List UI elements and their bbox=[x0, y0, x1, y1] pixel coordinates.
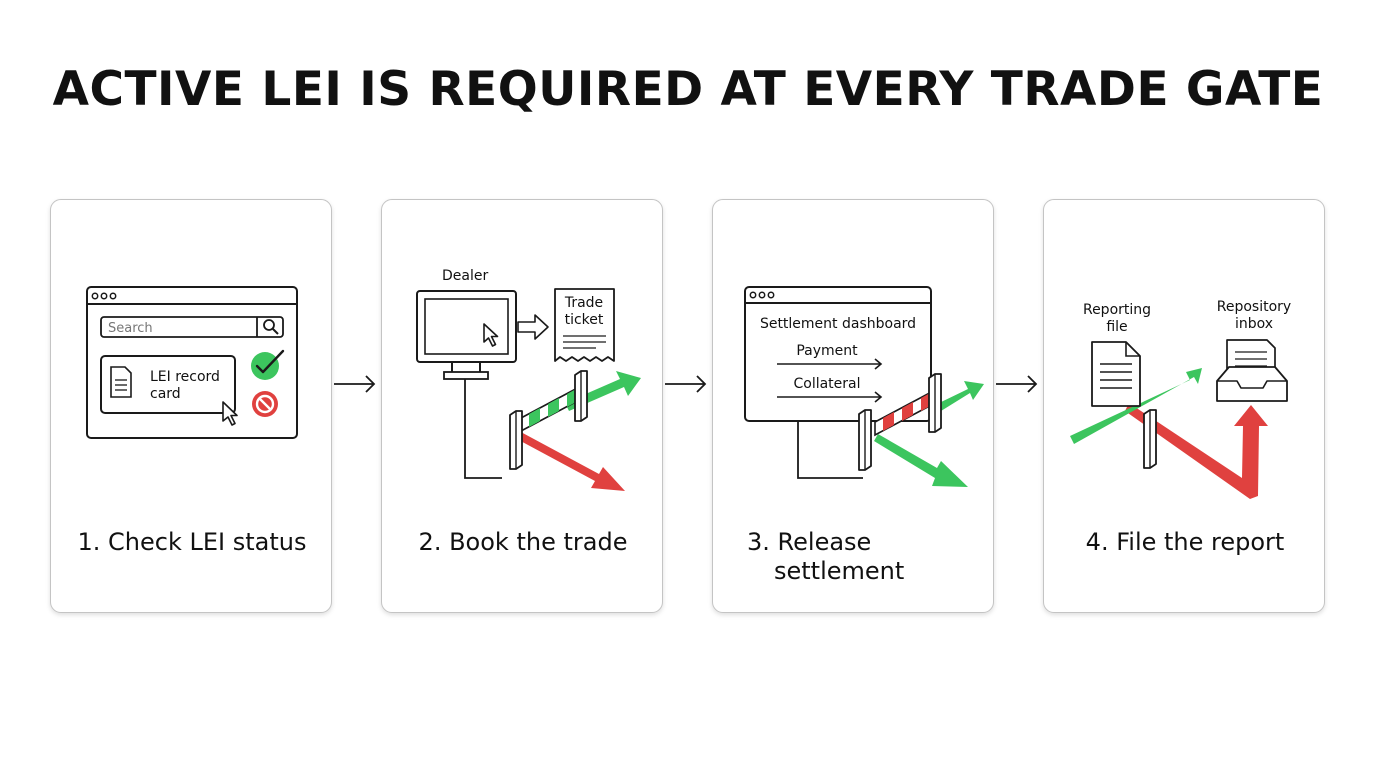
cursor-icon bbox=[222, 401, 238, 426]
gate-icon bbox=[858, 373, 942, 471]
step-label: 4. File the report bbox=[1044, 528, 1324, 557]
step-number: 2. bbox=[418, 528, 442, 556]
step-card-check-lei: Search LEI record card bbox=[50, 199, 332, 613]
dashboard-title: Settlement dashboard bbox=[760, 316, 916, 332]
step-number: 4. bbox=[1085, 528, 1109, 556]
step-title: Release bbox=[777, 528, 872, 556]
ticket-label-line1: Trade bbox=[564, 295, 603, 311]
flow-arrow-icon bbox=[665, 375, 707, 393]
lei-record-card[interactable]: LEI record card bbox=[100, 355, 236, 414]
book-trade-illustration: Dealer Trade ticket bbox=[416, 268, 641, 491]
step-card-book-trade: Dealer Trade ticket bbox=[381, 199, 663, 613]
step-label: 3. Release settlement bbox=[747, 528, 987, 586]
document-icon bbox=[110, 366, 132, 398]
lei-record-label-line1: LEI record bbox=[150, 369, 220, 385]
search-placeholder: Search bbox=[108, 321, 153, 336]
lei-record-label-line2: card bbox=[150, 386, 181, 402]
step-title: File the report bbox=[1116, 528, 1285, 556]
flow-arrow-icon bbox=[996, 375, 1038, 393]
step-card-file-report: Reporting file Repository inbox bbox=[1043, 199, 1325, 613]
ticket-label-line2: ticket bbox=[565, 312, 604, 328]
step-card-release-settlement: Settlement dashboard Payment Collateral … bbox=[712, 199, 994, 613]
reporting-file-label-line2: file bbox=[1106, 319, 1127, 335]
flow-arrow-icon bbox=[334, 375, 376, 393]
step-label: 2. Book the trade bbox=[382, 528, 662, 557]
step-number: 3. bbox=[747, 528, 770, 556]
step-label: 1. Check LEI status bbox=[51, 528, 331, 557]
check-icon bbox=[251, 349, 285, 380]
repository-inbox-label-line2: inbox bbox=[1235, 316, 1273, 332]
gate-icon bbox=[509, 370, 588, 470]
payment-label: Payment bbox=[796, 343, 858, 359]
dashboard-window: Settlement dashboard Payment Collateral bbox=[744, 286, 932, 422]
red-arrow-icon bbox=[1125, 403, 1268, 499]
step-title: Book the trade bbox=[449, 528, 628, 556]
gate-post-icon bbox=[1143, 409, 1157, 469]
search-field[interactable]: Search bbox=[100, 316, 284, 338]
file-report-illustration: Reporting file Repository inbox bbox=[1070, 299, 1291, 499]
monitor-icon bbox=[416, 290, 517, 380]
step-title: Check LEI status bbox=[108, 528, 307, 556]
inbox-icon bbox=[1216, 339, 1288, 402]
page-title: ACTIVE LEI IS REQUIRED AT EVERY TRADE GA… bbox=[52, 62, 1324, 117]
arrow-right-icon bbox=[517, 314, 549, 340]
search-icon[interactable] bbox=[263, 319, 279, 335]
document-icon bbox=[1091, 341, 1141, 407]
step-title-line2: settlement bbox=[774, 557, 905, 585]
dealer-label: Dealer bbox=[442, 268, 488, 284]
reporting-file-label-line1: Reporting bbox=[1083, 302, 1151, 318]
check-lei-illustration: Search LEI record card bbox=[86, 286, 298, 439]
green-arrow-icon bbox=[874, 381, 984, 487]
repository-inbox-label-line1: Repository bbox=[1217, 299, 1291, 315]
collateral-label: Collateral bbox=[793, 376, 860, 392]
cursor-icon bbox=[483, 323, 499, 347]
blocked-icon bbox=[252, 391, 278, 417]
receipt-icon bbox=[554, 288, 615, 362]
red-arrow-icon bbox=[515, 431, 625, 491]
release-settlement-illustration: Settlement dashboard Payment Collateral bbox=[744, 286, 984, 487]
step-number: 1. bbox=[77, 528, 101, 556]
